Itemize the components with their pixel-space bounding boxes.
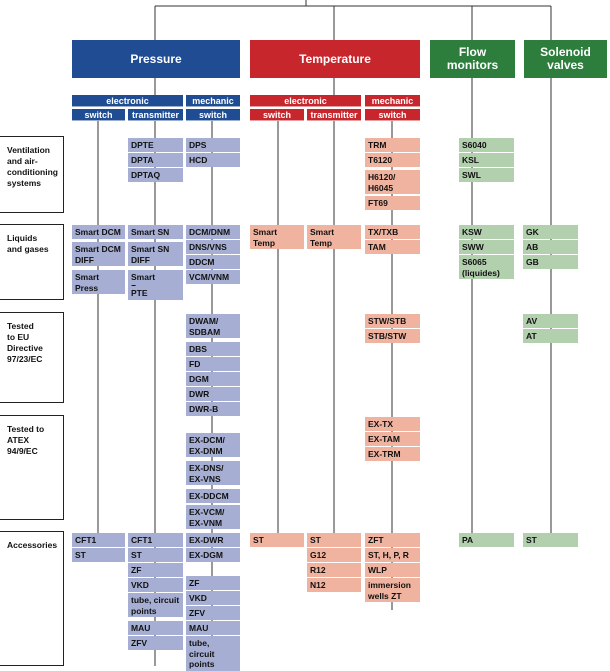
product-ex-dcm-dnm: EX-DCM/ EX-DNM (186, 433, 240, 457)
product-ex-dwr: EX-DWR (186, 533, 240, 547)
accessory-pa: PA (459, 533, 514, 547)
product-s6065-liquides: S6065 (liquides) (459, 255, 514, 279)
product-ex-ddcm: EX-DDCM (186, 489, 240, 503)
accessory-g12: G12 (307, 548, 361, 562)
product-dptaq: DPTAQ (128, 168, 183, 182)
product-ex-vcm-vnm: EX-VCM/ EX-VNM (186, 505, 240, 529)
product-dpte: DPTE (128, 138, 183, 152)
product-dcm-dnm: DCM/DNM (186, 225, 240, 239)
temperature-header: Temperature (250, 40, 420, 78)
temperature-mechanic-label: mechanic (365, 95, 420, 107)
solenoid-valves-header: Solenoid valves (524, 40, 607, 78)
product-dpta: DPTA (128, 153, 183, 167)
row-label-tested-atex: Tested to ATEX 94/9/EC (0, 415, 64, 520)
product-s6040: S6040 (459, 138, 514, 152)
product-smart-temp-switch: Smart Temp (250, 225, 304, 249)
accessory-n12: N12 (307, 578, 361, 592)
accessory-cft1-transmitter: CFT1 (128, 533, 183, 547)
product-stb-stw: STB/STW (365, 329, 420, 343)
temperature-switch-label: switch (250, 109, 304, 121)
accessory-zfv: ZFV (128, 636, 183, 650)
product-dwam-sdbam: DWAM/ SDBAM (186, 314, 240, 338)
product-dbs: DBS (186, 342, 240, 356)
pressure-mechanic-label: mechanic (186, 95, 240, 107)
product-ex-tam: EX-TAM (365, 432, 420, 446)
accessory-mau-mechanic: MAU (186, 621, 240, 635)
product-gk: GK (523, 225, 578, 239)
accessory-zfv-mechanic: ZFV (186, 606, 240, 620)
product-sww: SWW (459, 240, 514, 254)
accessory-zf-mechanic: ZF (186, 576, 240, 590)
accessory-mau: MAU (128, 621, 183, 635)
product-ddcm: DDCM (186, 255, 240, 269)
accessory-tube-circuit-points: tube, circuit points (128, 593, 183, 617)
product-smart-dcm: Smart DCM (72, 225, 125, 239)
product-smart-dcm-diff: Smart DCM DIFF (72, 242, 125, 266)
product-swl: SWL (459, 168, 514, 182)
product-av: AV (523, 314, 578, 328)
pressure-electronic-label: electronic (72, 95, 183, 107)
product-smart-sn: Smart SN (128, 225, 183, 239)
product-ksl: KSL (459, 153, 514, 167)
accessory-tube-circuit-points-mechanic: tube, circuit points (186, 636, 240, 671)
product-ex-trm: EX-TRM (365, 447, 420, 461)
accessory-wlp: WLP (365, 563, 420, 577)
product-tx-txb: TX/TXB (365, 225, 420, 239)
row-label-ventilation: Ventilation and air- conditioning system… (0, 136, 64, 213)
product-gb: GB (523, 255, 578, 269)
product-hcd: HCD (186, 153, 240, 167)
product-ksw: KSW (459, 225, 514, 239)
product-stw-stb: STW/STB (365, 314, 420, 328)
product-smart-sn-diff: Smart SN DIFF (128, 242, 183, 266)
pressure-switch-label: switch (72, 109, 125, 121)
accessory-cft1: CFT1 (72, 533, 125, 547)
pressure-mech-switch-label: switch (186, 109, 240, 121)
temperature-mech-switch-label: switch (365, 109, 420, 121)
product-ft69: FT69 (365, 196, 420, 210)
product-dps: DPS (186, 138, 240, 152)
row-label-liquids-gases: Liquids and gases (0, 224, 64, 300)
product-dns-vns: DNS/VNS (186, 240, 240, 254)
accessory-zf: ZF (128, 563, 183, 577)
pressure-transmitter-label: transmitter (128, 109, 183, 121)
product-t6120: T6120 (365, 153, 420, 167)
accessory-r12: R12 (307, 563, 361, 577)
product-ab: AB (523, 240, 578, 254)
product-trm: TRM (365, 138, 420, 152)
row-label-tested-eu-directive: Tested to EU Directive 97/23/EC (0, 312, 64, 403)
product-ex-dgm: EX-DGM (186, 548, 240, 562)
temperature-electronic-label: electronic (250, 95, 361, 107)
accessory-vkd-mechanic: VKD (186, 591, 240, 605)
accessory-st-h-p-r: ST, H, P, R (365, 548, 420, 562)
accessory-st: ST (72, 548, 125, 562)
product-at: AT (523, 329, 578, 343)
accessory-immersion-wells-zt: immersion wells ZT (365, 578, 420, 602)
product-smart-press: Smart Press (72, 270, 125, 294)
accessory-st-transmitter: ST (128, 548, 183, 562)
product-fd: FD (186, 357, 240, 371)
product-h6120-h6045: H6120/ H6045 (365, 170, 420, 194)
product-dgm: DGM (186, 372, 240, 386)
accessory-vkd: VKD (128, 578, 183, 592)
product-smart-temp-transmitter: Smart Temp (307, 225, 361, 249)
pressure-header: Pressure (72, 40, 240, 78)
product-dwr-b: DWR-B (186, 402, 240, 416)
product-vcm-vnm: VCM/VNM (186, 270, 240, 284)
accessory-st-temp-transmitter: ST (307, 533, 361, 547)
product-ex-tx: EX-TX (365, 417, 420, 431)
accessory-zft: ZFT (365, 533, 420, 547)
temperature-transmitter-label: transmitter (307, 109, 361, 121)
product-ex-dns-vns: EX-DNS/ EX-VNS (186, 461, 240, 485)
product-dwr: DWR (186, 387, 240, 401)
flow-monitors-header: Flow monitors (430, 40, 515, 78)
row-label-accessories: Accessories (0, 531, 64, 666)
accessory-st-temp-switch: ST (250, 533, 304, 547)
product-pte: PTE (128, 286, 183, 300)
accessory-st-solenoid: ST (523, 533, 578, 547)
product-tam: TAM (365, 240, 420, 254)
